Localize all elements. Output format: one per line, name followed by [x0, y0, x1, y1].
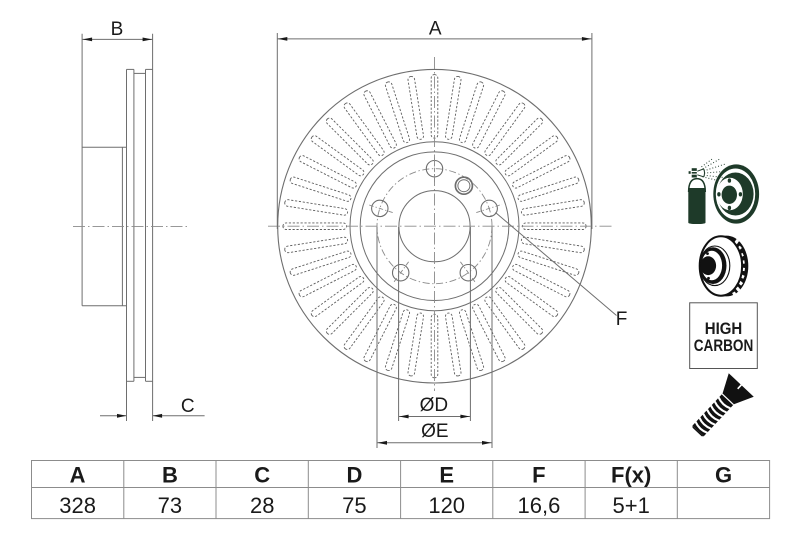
- svg-text:F: F: [616, 309, 628, 330]
- svg-text:CARBON: CARBON: [694, 337, 754, 355]
- svg-text:B: B: [111, 19, 124, 40]
- svg-text:C: C: [181, 396, 195, 417]
- svg-text:ØE: ØE: [421, 421, 448, 442]
- svg-text:28: 28: [250, 493, 274, 518]
- svg-text:F: F: [532, 462, 545, 487]
- svg-text:75: 75: [342, 493, 366, 518]
- svg-text:328: 328: [59, 493, 96, 518]
- svg-text:A: A: [70, 462, 86, 487]
- svg-text:C: C: [254, 462, 270, 487]
- svg-text:16,6: 16,6: [517, 493, 560, 518]
- svg-text:E: E: [439, 462, 454, 487]
- svg-text:A: A: [429, 19, 442, 40]
- svg-text:F(x): F(x): [611, 462, 651, 487]
- svg-text:120: 120: [428, 493, 465, 518]
- svg-text:G: G: [715, 462, 732, 487]
- svg-text:HIGH: HIGH: [705, 320, 743, 338]
- svg-text:D: D: [346, 462, 362, 487]
- svg-text:ØD: ØD: [420, 395, 449, 416]
- svg-text:5+1: 5+1: [613, 493, 650, 518]
- svg-text:73: 73: [158, 493, 182, 518]
- svg-text:B: B: [162, 462, 178, 487]
